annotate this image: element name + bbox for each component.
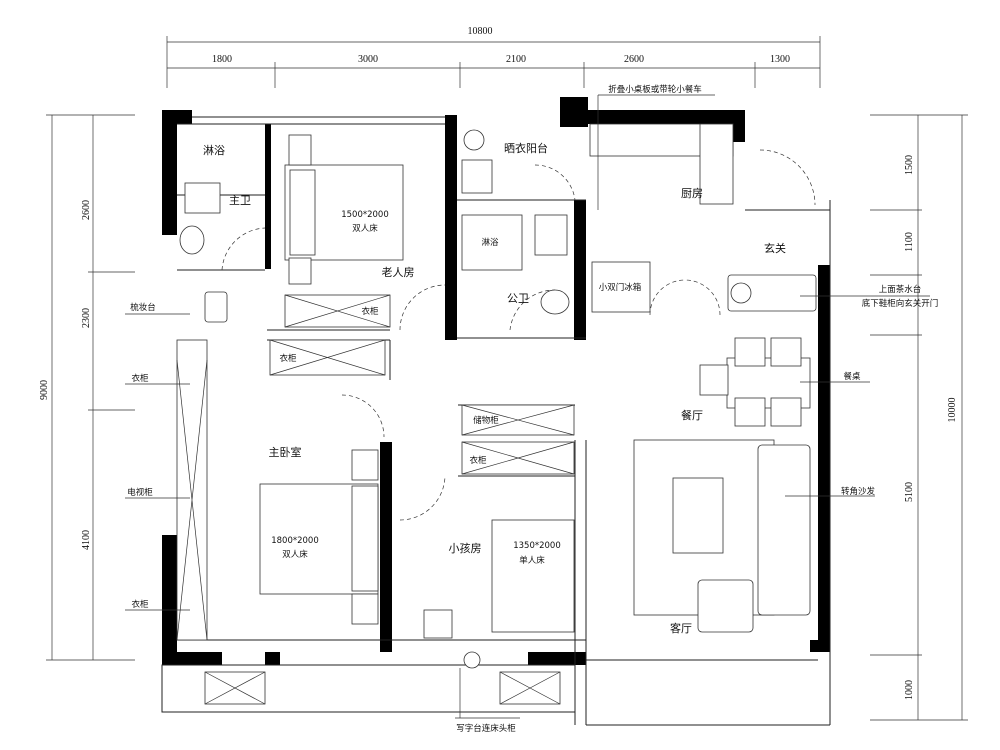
label-drying-balcony: 晒衣阳台 xyxy=(504,141,548,155)
left-dimensions: 9000 2600 2300 4100 xyxy=(39,114,135,661)
label-dining: 餐厅 xyxy=(681,408,703,422)
label-kid-wardrobe: 衣柜 xyxy=(469,455,487,466)
dim-left-total: 9000 xyxy=(39,380,50,400)
dim-right-total: 10000 xyxy=(947,398,958,423)
label-kitchen: 厨房 xyxy=(681,187,703,200)
label-master-bed-type: 双人床 xyxy=(282,549,308,560)
callout-wardrobe-2: 衣柜 xyxy=(131,599,149,610)
label-public-shower: 淋浴 xyxy=(481,237,499,248)
dim-top-total: 10800 xyxy=(468,26,493,37)
label-living: 客厅 xyxy=(670,621,692,635)
dim-top-4: 2600 xyxy=(624,54,644,65)
dim-top-2: 3000 xyxy=(358,54,378,65)
dim-right-3: 5100 xyxy=(904,482,915,502)
label-elder-room: 老人房 xyxy=(382,266,415,279)
label-elder-wardrobe: 衣柜 xyxy=(361,306,379,317)
label-storage-cabinet: 储物柜 xyxy=(473,415,499,426)
label-fridge: 小双门冰箱 xyxy=(599,282,642,293)
dim-left-3: 4100 xyxy=(81,530,92,550)
sofa xyxy=(757,444,811,616)
label-entrance: 玄关 xyxy=(764,241,786,255)
callout-corner-sofa: 转角沙发 xyxy=(841,486,876,497)
room-labels: 淋浴 主卫 1500*2000 双人床 老人房 衣柜 衣柜 晒衣阳台 淋浴 公卫… xyxy=(203,141,786,635)
label-master-bedroom: 主卧室 xyxy=(269,445,302,459)
label-kid-room: 小孩房 xyxy=(449,542,482,555)
label-public-bath: 公卫 xyxy=(507,292,529,305)
callout-desk: 写字台连床头柜 xyxy=(456,723,516,734)
leader-lines xyxy=(125,94,930,719)
label-master-bath: 主卫 xyxy=(229,194,251,207)
dim-right-1: 1500 xyxy=(904,155,915,175)
dim-top-5: 1300 xyxy=(770,54,790,65)
callout-dressing-table: 梳妆台 xyxy=(130,302,156,313)
label-kid-bed-size: 1350*2000 xyxy=(513,541,561,551)
label-master-shower: 淋浴 xyxy=(203,144,225,157)
toilet-icon xyxy=(184,182,221,214)
dim-top-1: 1800 xyxy=(212,54,232,65)
callout-tv-cabinet: 电视柜 xyxy=(127,487,153,498)
doors xyxy=(221,149,816,521)
right-dimensions: 1500 1100 10000 5100 1000 xyxy=(870,114,968,721)
label-master-bed-size: 1800*2000 xyxy=(271,536,319,546)
dim-right-2: 1100 xyxy=(904,232,915,252)
label-kid-bed-type: 单人床 xyxy=(519,555,545,566)
label-elder-bed-size: 1500*2000 xyxy=(341,210,389,220)
dim-left-2: 2300 xyxy=(81,308,92,328)
sink-icon xyxy=(179,225,205,255)
furniture xyxy=(176,123,817,705)
dim-right-4: 1000 xyxy=(904,680,915,700)
kid-bed xyxy=(491,519,575,633)
label-elder-bed-type: 双人床 xyxy=(352,223,378,234)
walls xyxy=(162,97,830,665)
top-dimensions: 10800 1800 3000 2100 2600 1300 xyxy=(166,26,821,88)
callout-tea-counter-1: 上面茶水台 xyxy=(879,284,922,295)
label-hall-wardrobe: 衣柜 xyxy=(279,353,297,364)
dim-left-1: 2600 xyxy=(81,200,92,220)
callout-tea-counter-2: 底下鞋柜向玄关开门 xyxy=(862,298,939,309)
thin-walls xyxy=(161,116,831,726)
callout-dining-table: 餐桌 xyxy=(843,371,861,382)
callout-labels: 梳妆台 衣柜 电视柜 衣柜 餐桌 转角沙发 上面茶水台 底下鞋柜向玄关开门 折叠… xyxy=(127,84,938,734)
dim-top-3: 2100 xyxy=(506,54,526,65)
callout-folding-table: 折叠小桌板或带轮小餐车 xyxy=(608,84,702,95)
callout-wardrobe-1: 衣柜 xyxy=(131,373,149,384)
